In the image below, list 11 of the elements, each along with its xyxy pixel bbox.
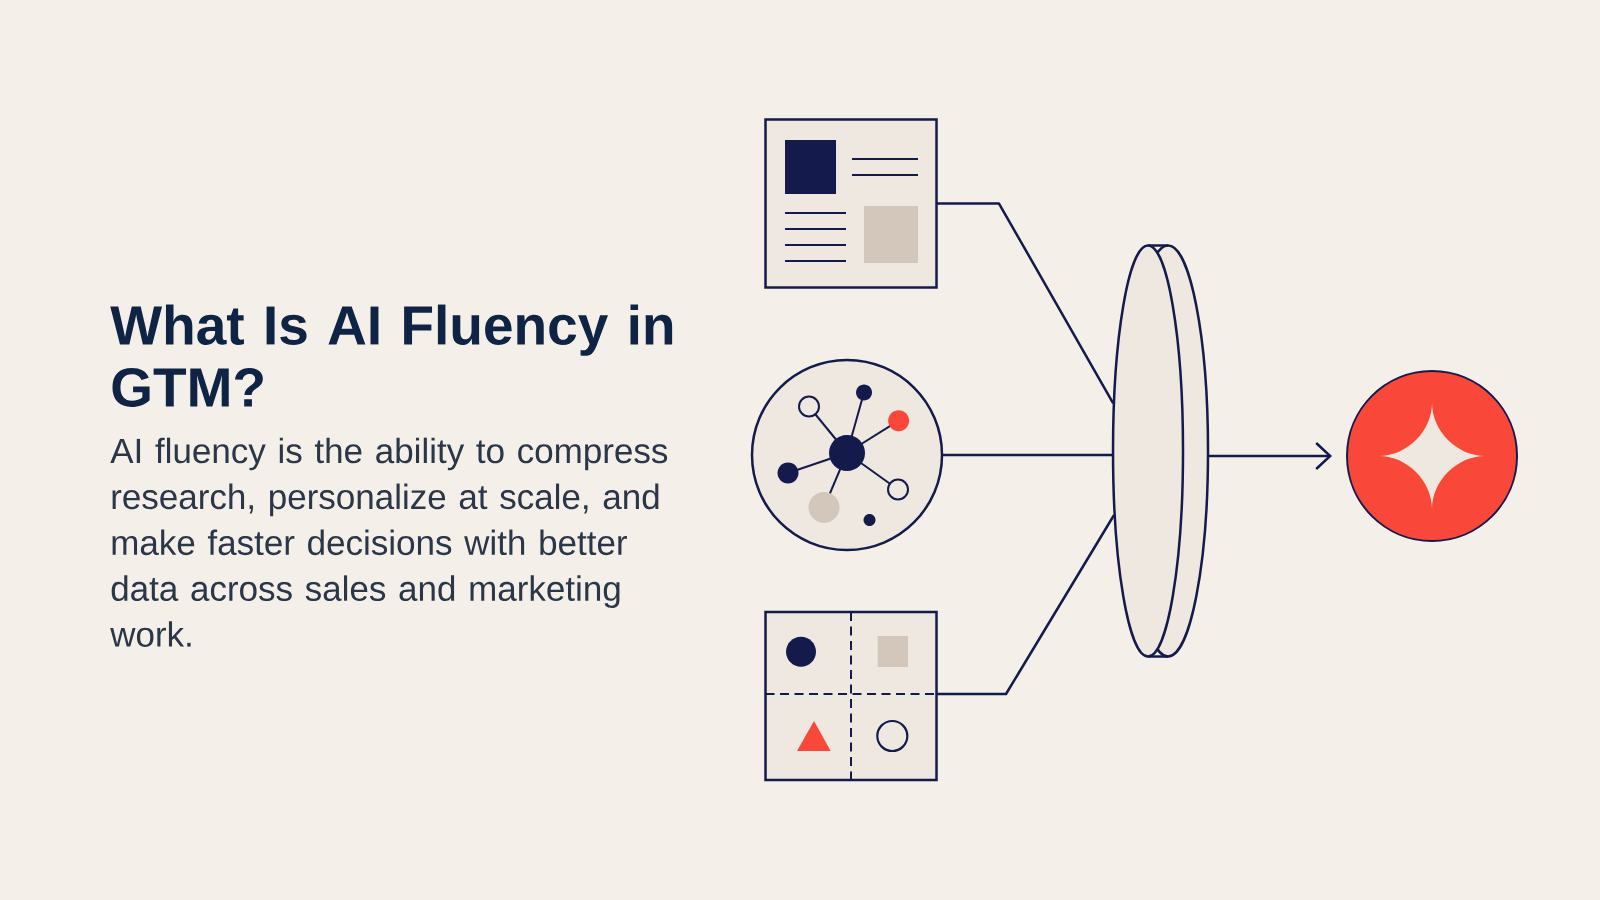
document-drawing xyxy=(764,118,938,289)
grid-drawing xyxy=(764,610,938,782)
connector-line xyxy=(942,453,1113,457)
connector-line xyxy=(936,202,1115,404)
network-drawing xyxy=(750,358,944,552)
connector-line xyxy=(936,514,1115,696)
body-text: AI fluency is the ability to compress research, personalize at scale, and make faster decisions with better data across sales and marketing work. xyxy=(110,437,668,647)
heading: What Is AI Fluency in GTM? xyxy=(110,304,673,407)
sparkle-icon xyxy=(1346,370,1518,542)
lens xyxy=(1111,244,1210,658)
arrow xyxy=(1208,442,1332,470)
